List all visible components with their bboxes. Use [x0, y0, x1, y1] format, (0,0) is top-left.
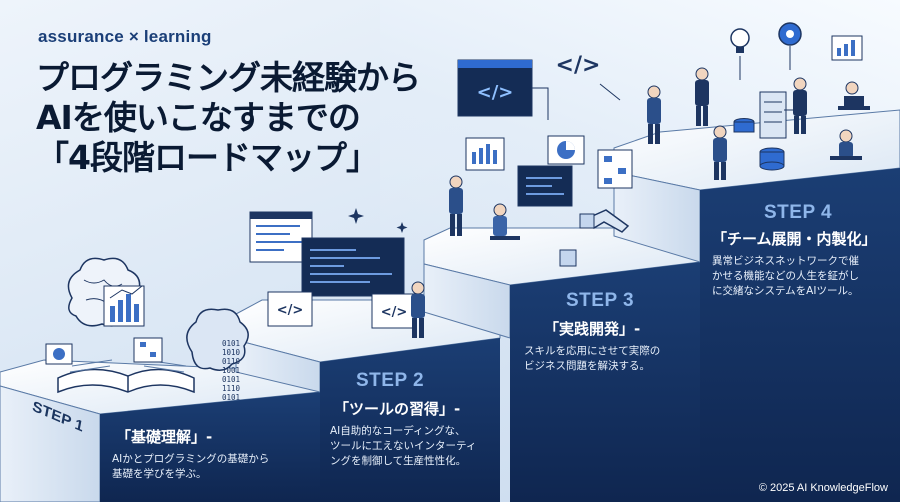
code-icon: </>	[556, 53, 601, 78]
step1-title: 「基礎理解」-	[116, 428, 213, 446]
step3-label: STEP 3	[566, 290, 635, 311]
description-line: 基礎を学びを学ぶ。	[112, 468, 207, 480]
monitor-icon	[517, 165, 573, 207]
step3-title: 「実践開発」-	[544, 320, 641, 338]
server-icon	[759, 91, 787, 139]
step2-description: AI自助的なコーディングな、 ツールに工えないインターティ ングを制御して生産性…	[330, 424, 476, 469]
svg-text:</>: </>	[556, 53, 601, 78]
step4-block	[613, 109, 900, 502]
brain-network-icon	[186, 308, 249, 371]
cube-icon	[559, 249, 577, 267]
person-icon	[830, 129, 862, 160]
step2-label: STEP 2	[356, 370, 425, 391]
person-icon	[713, 125, 727, 180]
step3-block	[423, 227, 701, 502]
network-connectors	[532, 46, 800, 120]
svg-text:</>: </>	[381, 305, 408, 320]
description-line: かせる機能などの人生を鉦がし	[712, 270, 859, 282]
database-icon	[759, 147, 785, 171]
person-icon	[449, 175, 463, 236]
person-icon	[695, 67, 709, 126]
binary-line: 0110	[222, 357, 241, 366]
title-line: プログラミング未経験から	[36, 58, 421, 97]
person-icon	[647, 85, 661, 144]
svg-text:</>: </>	[277, 303, 304, 318]
step1-description: AIかとプログラミングの基礎から 基礎を学びを学ぶ。	[112, 452, 269, 482]
bar-chart-icon	[831, 35, 863, 61]
title-line: AIを使いこなすまでの	[36, 98, 361, 137]
dashboard-window	[465, 137, 505, 171]
description-line: スキルを応用にさせて実際の	[524, 345, 661, 357]
binary-line: 0101	[222, 375, 240, 384]
dark-code-window	[301, 237, 405, 297]
gear-icon	[778, 22, 802, 46]
bar-chart-icon	[103, 285, 145, 327]
step2-title: 「ツールの習得」-	[334, 400, 461, 418]
description-line: ビジネス問題を解決する。	[524, 360, 650, 372]
title-line: 「4段階ロードマップ」	[36, 138, 379, 177]
step4-title: 「チーム展開・内製化」	[712, 230, 877, 248]
description-line: ングを制御して生産性性化。	[330, 455, 467, 467]
lightbulb-icon	[730, 28, 750, 53]
svg-text:</>: </>	[477, 82, 514, 103]
description-line: に交緒なシステムをAIツール。	[712, 285, 859, 297]
robot-arm-icon	[579, 209, 630, 233]
flow-chart-icon	[597, 149, 633, 189]
step4-description: 異常ビジネスネットワークで催 かせる機能などの人生を鉦がし に交緒なシステムをA…	[712, 254, 859, 299]
description-line: ツールに工えないインターティ	[330, 440, 477, 452]
flow-chart-icon	[133, 337, 163, 363]
person-icon	[838, 81, 870, 110]
page-title: プログラミング未経験から AIを使いこなすまでの 「4段階ロードマップ」	[36, 58, 421, 178]
step4-label: STEP 4	[764, 202, 833, 223]
code-icon: </>	[371, 293, 417, 329]
person-icon	[490, 203, 520, 240]
pie-chart-icon	[547, 135, 585, 165]
binary-line: 0101	[222, 339, 240, 348]
description-line: AIかとプログラミングの基礎から	[112, 453, 270, 465]
book-icon	[57, 359, 195, 394]
binary-line: 1001	[222, 366, 240, 375]
pie-chart-icon	[45, 343, 73, 365]
code-icon: </>	[267, 291, 313, 327]
description-line: 異常ビジネスネットワークで催	[712, 255, 859, 267]
binary-code: 0101 1010 0110 1001 0101 1110 0101	[222, 339, 241, 402]
person-icon	[411, 281, 425, 338]
copyright-text: © 2025 AI KnowledgeFlow	[758, 482, 888, 494]
description-line: AI自助的なコーディングな、	[330, 425, 466, 437]
browser-window-icon: </>	[457, 59, 533, 117]
brand-logo-text: assurance × learning	[38, 27, 212, 46]
binary-line: 0101	[222, 393, 240, 402]
step3-description: スキルを応用にさせて実際の ビジネス問題を解決する。	[524, 344, 660, 374]
step1-block	[0, 359, 321, 502]
binary-line: 1110	[222, 384, 241, 393]
sparkle-icon	[348, 208, 408, 233]
database-icon	[733, 118, 755, 133]
binary-line: 1010	[222, 348, 241, 357]
